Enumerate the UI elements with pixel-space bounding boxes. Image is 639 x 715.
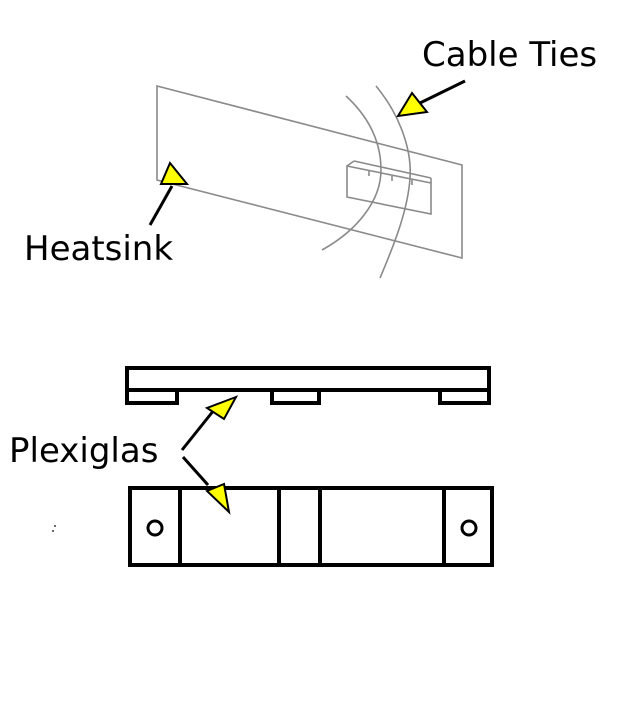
foot-right — [438, 388, 491, 405]
arrow-icon — [396, 91, 429, 118]
heatsink-label: Heatsink — [24, 229, 173, 269]
cable-ties-pointer — [396, 79, 466, 118]
plexiglas-pointer-lower — [181, 456, 231, 515]
plexiglas-pointer-upper — [180, 395, 239, 451]
cable-tie-right — [375, 85, 411, 279]
arrow-icon — [159, 161, 190, 185]
foot-left — [125, 388, 179, 405]
heatsink-assembly — [156, 84, 463, 279]
stray-dot — [54, 525, 56, 527]
stray-dot — [52, 530, 54, 532]
heatsink-pointer — [148, 161, 190, 226]
plexiglas-top-view — [128, 486, 494, 567]
cable-ties-label: Cable Ties — [422, 35, 597, 75]
plexiglas-label: Plexiglas — [9, 431, 158, 471]
connector-block — [346, 160, 432, 215]
mounting-hole-left — [146, 519, 164, 537]
plexiglas-side-view — [125, 366, 491, 405]
foot-middle — [270, 388, 321, 405]
heatsink-plate — [156, 84, 463, 260]
mounting-hole-right — [460, 519, 478, 537]
arrow-icon — [204, 395, 239, 421]
cable-tie-left — [321, 95, 382, 251]
arrow-icon — [205, 482, 231, 515]
